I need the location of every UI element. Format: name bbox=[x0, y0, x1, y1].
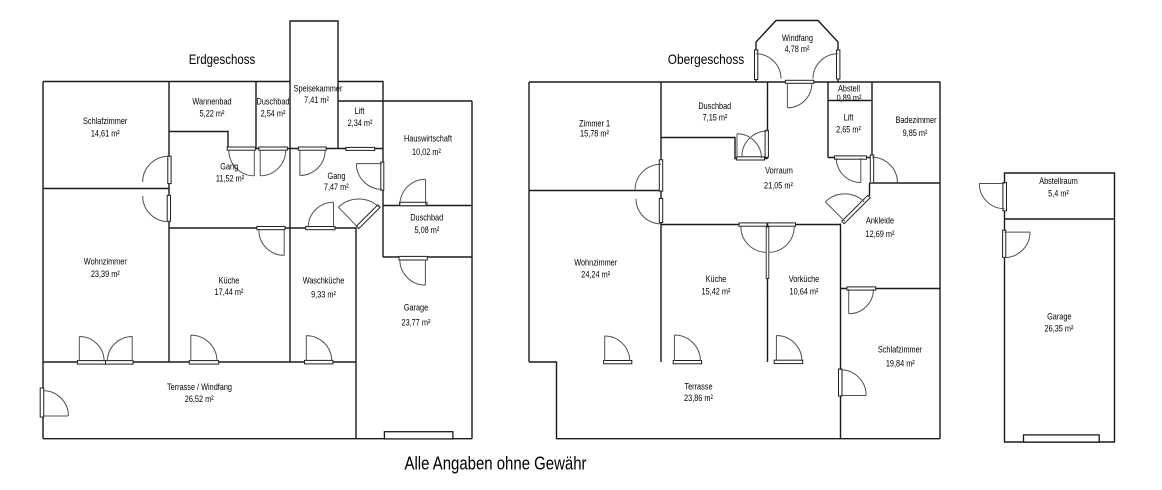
svg-text:Duschbad: Duschbad bbox=[410, 212, 443, 223]
svg-text:23,86 m²: 23,86 m² bbox=[684, 393, 713, 404]
svg-text:2,54 m²: 2,54 m² bbox=[261, 108, 286, 119]
svg-text:9,33 m²: 9,33 m² bbox=[311, 289, 336, 300]
svg-text:Küche: Küche bbox=[706, 274, 727, 285]
svg-text:Duschbad: Duschbad bbox=[257, 96, 290, 107]
svg-text:Abstell: Abstell bbox=[838, 83, 860, 94]
svg-text:Zimmer 1: Zimmer 1 bbox=[579, 118, 610, 129]
svg-text:Ankleide: Ankleide bbox=[866, 215, 894, 226]
svg-text:7,41 m²: 7,41 m² bbox=[304, 95, 329, 106]
svg-text:Windfang: Windfang bbox=[782, 33, 813, 44]
svg-text:Terrasse / Windfang: Terrasse / Windfang bbox=[167, 382, 232, 393]
svg-text:5,08 m²: 5,08 m² bbox=[415, 225, 440, 236]
svg-text:Gang: Gang bbox=[328, 171, 346, 182]
svg-text:5,22 m²: 5,22 m² bbox=[200, 108, 225, 119]
svg-text:Terrasse: Terrasse bbox=[684, 381, 712, 392]
svg-text:Garage: Garage bbox=[1047, 312, 1071, 323]
svg-text:Alle Angaben ohne Gewähr: Alle Angaben ohne Gewähr bbox=[405, 453, 587, 474]
svg-text:Wohnzimmer: Wohnzimmer bbox=[574, 258, 617, 269]
svg-text:2,34 m²: 2,34 m² bbox=[348, 118, 373, 129]
svg-text:17,44 m²: 17,44 m² bbox=[215, 287, 244, 298]
svg-text:Lift: Lift bbox=[355, 106, 365, 117]
svg-text:0,89 m²: 0,89 m² bbox=[837, 93, 862, 104]
svg-text:24,24 m²: 24,24 m² bbox=[581, 270, 610, 281]
svg-text:Gang: Gang bbox=[220, 162, 238, 173]
svg-text:4,78 m²: 4,78 m² bbox=[785, 44, 810, 55]
svg-text:23,77 m²: 23,77 m² bbox=[402, 318, 431, 329]
svg-text:10,64 m²: 10,64 m² bbox=[790, 286, 819, 297]
svg-text:Erdgeschoss: Erdgeschoss bbox=[189, 51, 256, 67]
svg-text:5,4 m²: 5,4 m² bbox=[1048, 188, 1069, 199]
svg-text:Wannenbad: Wannenbad bbox=[192, 96, 231, 107]
svg-text:Schlafzimmer: Schlafzimmer bbox=[83, 116, 127, 127]
svg-text:26,35 m²: 26,35 m² bbox=[1045, 323, 1074, 334]
svg-text:Schlafzimmer: Schlafzimmer bbox=[878, 344, 922, 355]
svg-text:12,69 m²: 12,69 m² bbox=[866, 229, 895, 240]
svg-text:Wohnzimmer: Wohnzimmer bbox=[84, 256, 127, 267]
svg-text:Obergeschoss: Obergeschoss bbox=[668, 51, 745, 67]
svg-text:Hauswirtschaft: Hauswirtschaft bbox=[404, 133, 452, 144]
svg-text:Küche: Küche bbox=[219, 276, 240, 287]
svg-text:26,52 m²: 26,52 m² bbox=[185, 394, 214, 405]
svg-text:Badezimmer: Badezimmer bbox=[895, 115, 936, 126]
svg-text:7,47 m²: 7,47 m² bbox=[324, 182, 349, 193]
svg-text:10,02 m²: 10,02 m² bbox=[412, 147, 441, 158]
svg-text:9,85 m²: 9,85 m² bbox=[903, 128, 928, 139]
svg-text:15,78 m²: 15,78 m² bbox=[580, 129, 609, 140]
svg-text:19,84 m²: 19,84 m² bbox=[886, 359, 915, 370]
svg-text:15,42 m²: 15,42 m² bbox=[702, 286, 731, 297]
svg-text:14,61 m²: 14,61 m² bbox=[91, 129, 120, 140]
svg-text:Vorraum: Vorraum bbox=[765, 165, 793, 176]
svg-text:23,39 m²: 23,39 m² bbox=[91, 269, 120, 280]
svg-text:Waschküche: Waschküche bbox=[303, 276, 345, 287]
svg-text:Duschbad: Duschbad bbox=[698, 101, 731, 112]
svg-text:7,15 m²: 7,15 m² bbox=[703, 113, 728, 124]
svg-text:2,65 m²: 2,65 m² bbox=[836, 124, 861, 135]
svg-text:Abstellraum: Abstellraum bbox=[1039, 176, 1078, 187]
svg-text:11,52 m²: 11,52 m² bbox=[216, 173, 244, 184]
svg-text:Garage: Garage bbox=[404, 303, 428, 314]
svg-text:21,05 m²: 21,05 m² bbox=[764, 180, 793, 191]
svg-text:Lift: Lift bbox=[844, 112, 854, 123]
svg-text:Vorküche: Vorküche bbox=[789, 274, 820, 285]
svg-text:Speisekammer: Speisekammer bbox=[294, 84, 343, 95]
